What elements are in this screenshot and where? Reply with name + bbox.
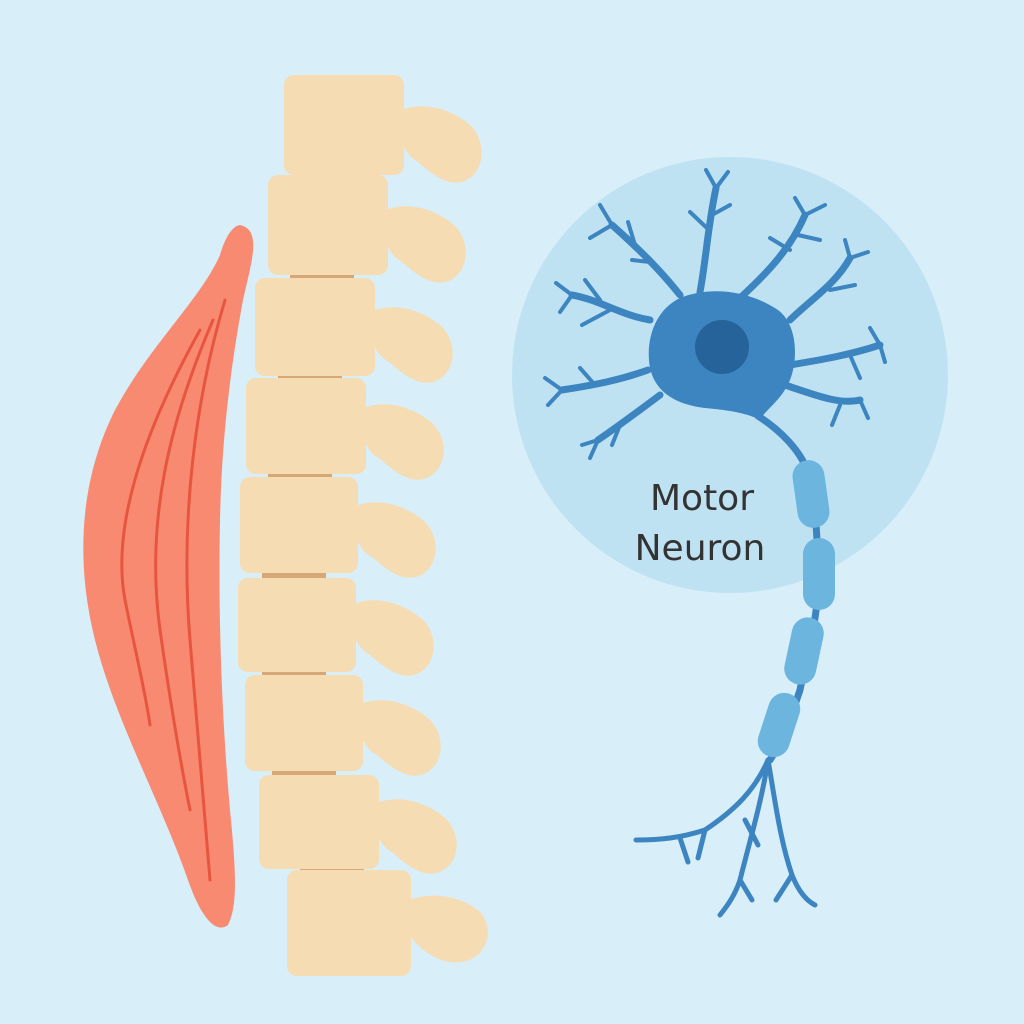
axon-terminals <box>633 757 818 918</box>
dendrites <box>558 184 884 444</box>
vertebra <box>238 578 434 676</box>
dendrite <box>696 184 720 296</box>
dendrite-branch <box>828 238 870 292</box>
vertebra <box>284 75 482 183</box>
vertebra <box>255 278 453 383</box>
label-line-2: Neuron <box>635 528 766 569</box>
muscle-fiber <box>120 328 202 727</box>
axon-terminal <box>765 757 818 908</box>
nucleus <box>695 320 749 374</box>
motor-neuron-label: Motor Neuron <box>635 478 766 569</box>
vertebra <box>240 477 436 578</box>
dendrite <box>736 211 809 302</box>
muscle-fibers <box>120 298 227 882</box>
dendrite-branch <box>848 326 887 380</box>
dendrite-branch <box>580 423 622 460</box>
vertebra <box>246 378 444 480</box>
vertebra <box>259 775 457 874</box>
dendrite-branch <box>554 278 612 327</box>
muscle-fiber <box>154 318 215 812</box>
vertebra <box>287 870 488 976</box>
spine <box>238 75 488 976</box>
dendrite-branch <box>768 196 827 252</box>
axon-terminal <box>677 817 795 903</box>
myelin-segment <box>803 538 835 610</box>
dendrite <box>568 291 654 324</box>
axon-terminal <box>717 757 771 918</box>
dendrite <box>594 391 664 444</box>
dendrite-branch <box>588 203 652 264</box>
dendrite <box>781 381 864 405</box>
myelin-segment <box>792 460 830 528</box>
motor-neuron <box>543 168 887 918</box>
muscle <box>83 225 254 928</box>
muscle-body <box>83 225 254 928</box>
myelin-sheaths <box>757 460 835 758</box>
dendrite-branch <box>543 366 597 407</box>
dendrite <box>558 366 652 394</box>
myelin-segment <box>757 692 801 758</box>
muscle-fiber <box>185 298 227 882</box>
dendrite-branch <box>688 168 732 232</box>
vertebra <box>245 675 441 776</box>
dendrite <box>786 254 854 324</box>
myelin-segment <box>784 617 824 685</box>
dendrite <box>786 341 884 369</box>
label-line-1: Motor <box>650 478 754 519</box>
dendrite-branch <box>830 398 870 427</box>
dendrite-branches <box>543 168 887 460</box>
vertebra <box>268 175 466 283</box>
